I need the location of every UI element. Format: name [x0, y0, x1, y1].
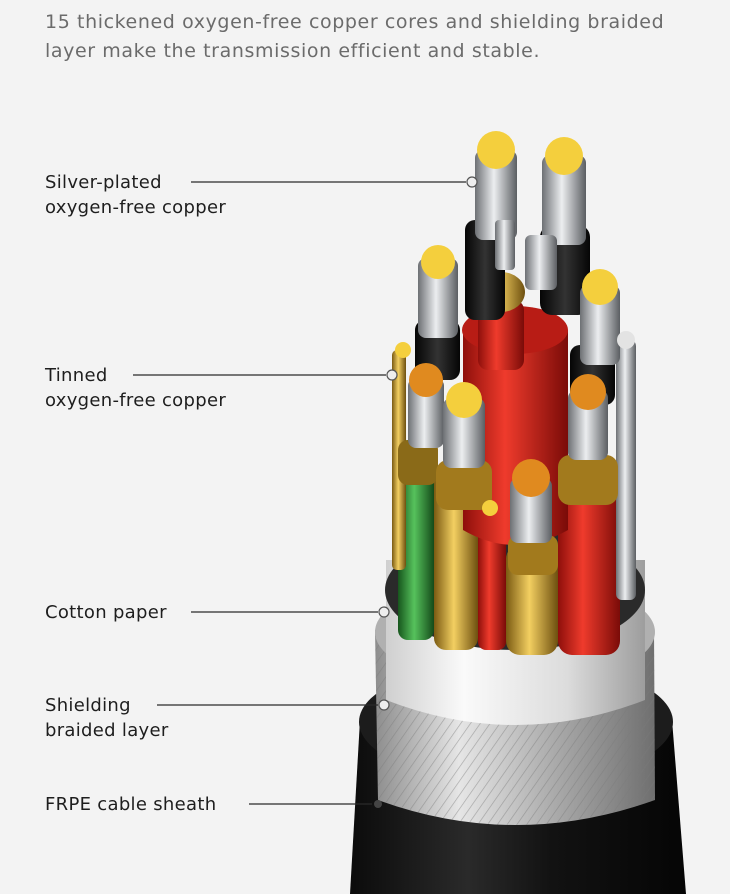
twisted-wire-strands: [408, 150, 620, 543]
label-sheath-line-1: FRPE cable sheath: [45, 794, 217, 815]
label-silver-plated-copper: Silver-plated oxygen-free copper: [45, 170, 226, 220]
label-cotton-paper: Cotton paper: [45, 600, 167, 625]
label-shield-line-2: braided layer: [45, 720, 169, 741]
inner-cores: [392, 131, 636, 655]
description-line-1: 15 thickened oxygen-free copper cores an…: [45, 11, 665, 33]
label-tinned-line-1: Tinned: [45, 365, 108, 386]
description-text: 15 thickened oxygen-free copper cores an…: [45, 8, 705, 66]
label-tinned-copper: Tinned oxygen-free copper: [45, 363, 226, 413]
silver-core-right: [616, 340, 636, 600]
leader-lines: [133, 176, 478, 808]
label-shield-line-1: Shielding: [45, 695, 131, 716]
conductor-ends: [395, 131, 635, 516]
label-cotton-line-1: Cotton paper: [45, 602, 167, 623]
red-core-right: [558, 480, 620, 655]
label-shielding-braided-layer: Shielding braided layer: [45, 693, 169, 743]
description-line-2: layer make the transmission efficient an…: [45, 40, 541, 62]
label-silver-line-1: Silver-plated: [45, 172, 162, 193]
label-frpe-cable-sheath: FRPE cable sheath: [45, 792, 216, 817]
label-silver-line-2: oxygen-free copper: [45, 197, 227, 218]
label-tinned-line-2: oxygen-free copper: [45, 390, 227, 411]
green-core: [398, 440, 434, 640]
